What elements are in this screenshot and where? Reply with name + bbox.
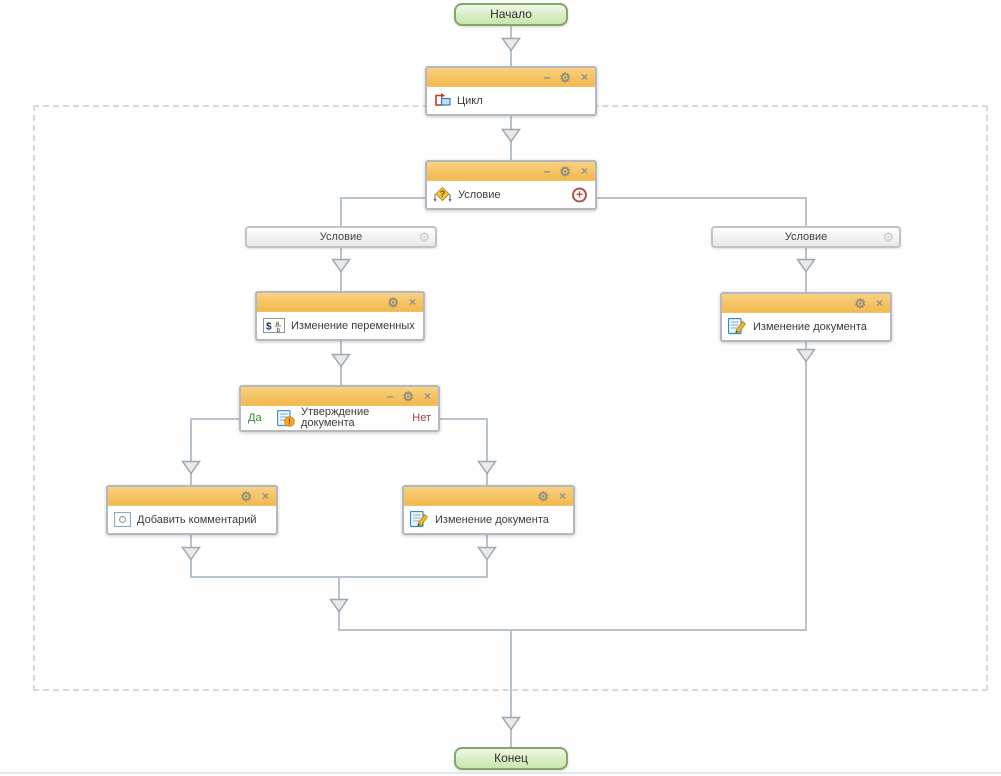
change-document-mid-title: Изменение документа: [435, 513, 549, 526]
close-icon[interactable]: ×: [580, 164, 588, 178]
loop-node-body: Цикл: [427, 87, 595, 114]
connector-approve-yes-v: [190, 418, 192, 485]
change-variables-node[interactable]: ⚙ × $ a b Изменение переменных: [255, 291, 425, 341]
approve-document-node[interactable]: – ⚙ × Да ! Утверждение документа Нет: [239, 385, 440, 432]
connector-approve-no-v: [486, 418, 488, 485]
condition-node-title: Условие: [458, 188, 501, 201]
arrow-down-icon: [796, 348, 816, 363]
svg-text:$: $: [266, 322, 272, 333]
connector-condition-right-h: [595, 197, 807, 199]
connector-merge-2-h: [338, 629, 807, 631]
connector-condition-right-v: [805, 197, 807, 227]
add-comment-body: Добавить комментарий: [108, 506, 276, 533]
change-variables-node-title: Изменение переменных: [291, 319, 415, 332]
close-icon[interactable]: ×: [261, 489, 269, 503]
arrow-down-icon: [477, 460, 497, 475]
connector-condition-left-h: [340, 197, 427, 199]
gear-icon[interactable]: ⚙: [854, 295, 866, 311]
close-icon[interactable]: ×: [580, 70, 588, 84]
branch-left-label: Условие: [319, 231, 363, 243]
loop-icon: [433, 93, 451, 108]
close-icon[interactable]: ×: [408, 295, 416, 309]
minimize-icon[interactable]: –: [386, 389, 394, 403]
gear-icon[interactable]: ⚙: [537, 488, 549, 504]
add-comment-node[interactable]: ⚙ × Добавить комментарий: [106, 485, 278, 535]
gear-icon[interactable]: ⚙: [387, 294, 399, 310]
canvas-bottom-edge: [0, 772, 1001, 774]
approve-document-icon: !: [277, 409, 295, 427]
arrow-down-icon: [796, 258, 816, 273]
minimize-icon[interactable]: –: [543, 164, 551, 178]
loop-node[interactable]: – ⚙ × Цикл: [425, 66, 597, 116]
yes-branch-label[interactable]: Да: [248, 412, 262, 424]
gear-icon[interactable]: ⚙: [559, 163, 571, 179]
gear-icon[interactable]: ⚙: [402, 388, 414, 404]
arrow-down-icon: [181, 546, 201, 561]
change-document-mid-body: Изменение документа: [404, 506, 573, 533]
no-branch-label[interactable]: Нет: [412, 412, 431, 424]
change-document-right-header: ⚙ ×: [722, 294, 890, 313]
edit-document-icon: [410, 511, 429, 528]
connector-condition-left-v: [340, 197, 342, 227]
arrow-down-icon: [331, 258, 351, 273]
change-variables-node-header: ⚙ ×: [257, 293, 423, 312]
connector-merge-end: [510, 629, 512, 747]
minimize-icon[interactable]: –: [543, 70, 551, 84]
change-document-mid-header: ⚙ ×: [404, 487, 573, 506]
approve-document-body: Да ! Утверждение документа Нет: [241, 406, 438, 430]
approve-document-header: – ⚙ ×: [241, 387, 438, 406]
arrow-down-icon: [477, 546, 497, 561]
condition-node-header: – ⚙ ×: [427, 162, 595, 181]
comment-icon: [114, 512, 131, 527]
loop-node-header: – ⚙ ×: [427, 68, 595, 87]
svg-text:b: b: [277, 327, 281, 333]
svg-text:!: !: [288, 417, 291, 426]
start-node-label: Начало: [490, 7, 532, 21]
close-icon[interactable]: ×: [875, 296, 883, 310]
close-icon[interactable]: ×: [558, 489, 566, 503]
branch-right[interactable]: Условие ⚙: [711, 226, 901, 248]
add-comment-header: ⚙ ×: [108, 487, 276, 506]
start-node[interactable]: Начало: [454, 3, 568, 26]
branch-right-label: Условие: [784, 231, 828, 243]
edit-document-icon: [728, 318, 747, 335]
connector-approve-no-h: [438, 418, 488, 420]
change-document-right-title: Изменение документа: [753, 320, 867, 333]
loop-node-title: Цикл: [457, 94, 483, 107]
change-document-right-body: Изменение документа: [722, 313, 890, 340]
approve-document-title: Утверждение документа: [301, 405, 370, 429]
end-node[interactable]: Конец: [454, 747, 568, 770]
gear-icon[interactable]: ⚙: [418, 229, 430, 245]
gear-icon[interactable]: ⚙: [559, 69, 571, 85]
arrow-down-icon: [181, 460, 201, 475]
connector-approve-yes-h: [190, 418, 241, 420]
variables-icon: $ a b: [263, 318, 285, 333]
condition-node[interactable]: – ⚙ × ? Условие +: [425, 160, 597, 210]
change-variables-node-body: $ a b Изменение переменных: [257, 312, 423, 339]
gear-icon[interactable]: ⚙: [240, 488, 252, 504]
branch-left[interactable]: Условие ⚙: [245, 226, 437, 248]
arrow-down-icon: [501, 37, 521, 52]
condition-node-body: ? Условие +: [427, 181, 595, 208]
arrow-down-icon: [501, 716, 521, 731]
arrow-down-icon: [329, 598, 349, 613]
change-document-mid-node[interactable]: ⚙ × Изменение документа: [402, 485, 575, 535]
arrow-down-icon: [331, 353, 351, 368]
add-branch-button[interactable]: +: [572, 187, 587, 202]
svg-text:?: ?: [440, 189, 446, 199]
end-node-label: Конец: [494, 751, 528, 765]
condition-icon: ?: [433, 186, 452, 203]
arrow-down-icon: [501, 128, 521, 143]
svg-text:a: a: [276, 320, 280, 327]
add-comment-title: Добавить комментарий: [137, 513, 257, 526]
gear-icon[interactable]: ⚙: [882, 229, 894, 245]
connector-changedocright-merge: [805, 341, 807, 631]
change-document-right-node[interactable]: ⚙ × Изменение документа: [720, 292, 892, 342]
close-icon[interactable]: ×: [423, 389, 431, 403]
